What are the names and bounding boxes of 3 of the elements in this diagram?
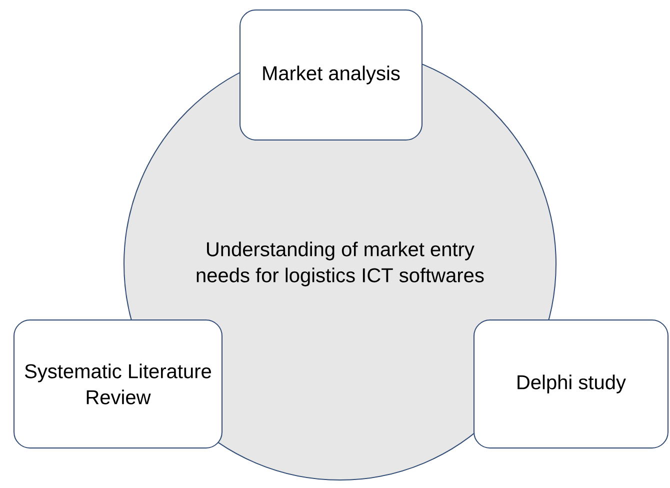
rounded-box: Market analysis bbox=[240, 10, 422, 140]
rounded-box: Delphi study bbox=[474, 320, 668, 448]
rounded-box: Systematic Literature Review bbox=[14, 320, 222, 448]
